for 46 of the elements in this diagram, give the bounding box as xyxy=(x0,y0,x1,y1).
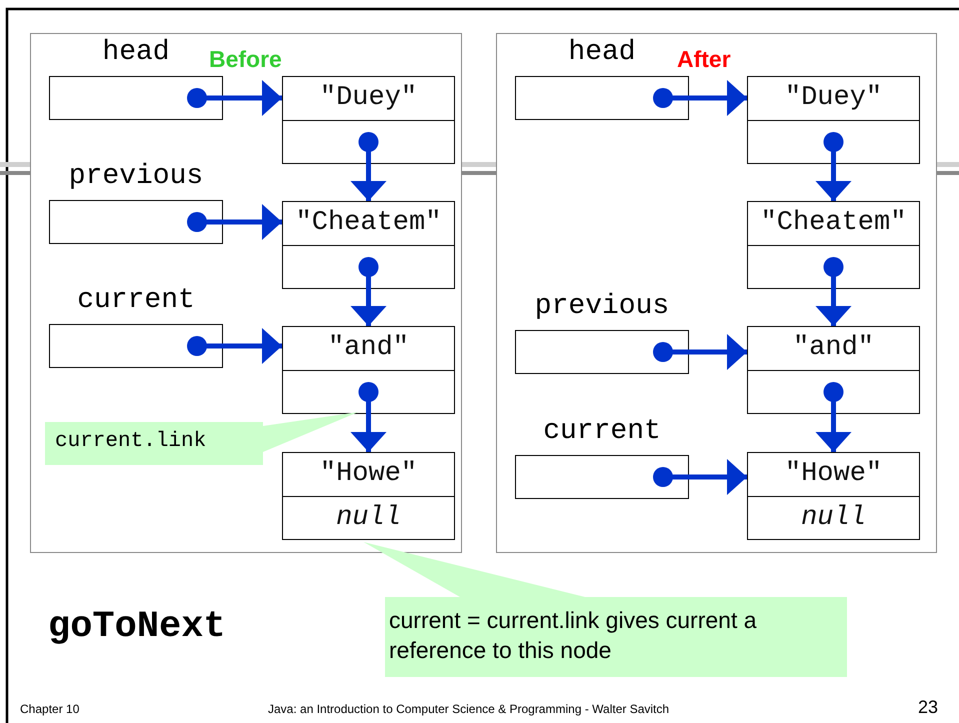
pointer-arrow xyxy=(187,204,282,240)
node-value: "Cheatem" xyxy=(296,208,442,238)
pointer-arrow xyxy=(653,334,747,370)
panel-heading: After xyxy=(677,46,731,73)
list-node-box xyxy=(747,201,920,289)
list-node-box xyxy=(747,452,920,540)
callout-pointer xyxy=(364,542,585,597)
pointer-arrow xyxy=(350,257,386,326)
variable-name: previous xyxy=(68,161,204,192)
pointer-arrow xyxy=(816,257,852,326)
callout-pointer xyxy=(263,412,358,452)
node-value: "Cheatem" xyxy=(760,208,906,238)
pointer-arrow xyxy=(653,459,747,495)
pointer-arrow xyxy=(350,132,386,201)
callout-text: current.link xyxy=(55,430,206,453)
panel-frame xyxy=(30,33,462,553)
pointer-arrow xyxy=(187,80,282,116)
pointer-arrow xyxy=(187,328,282,364)
link-value: null xyxy=(336,502,401,533)
node-value: "and" xyxy=(328,333,409,364)
node-value: "Duey" xyxy=(320,83,418,114)
list-node-box xyxy=(282,201,455,289)
node-value: "Howe" xyxy=(784,459,882,490)
panel-frame xyxy=(496,33,937,553)
callout-text: current = current.link gives current a reference to this node xyxy=(389,606,758,665)
node-value: "and" xyxy=(792,333,874,364)
list-node-box xyxy=(747,326,920,414)
pointer-arrow xyxy=(816,132,852,201)
pointer-arrow xyxy=(653,80,747,116)
link-value: null xyxy=(801,502,866,533)
footer-text: Chapter 10 xyxy=(20,702,80,716)
pointer-arrow xyxy=(816,382,852,452)
node-value: "Duey" xyxy=(784,83,882,114)
list-node-box xyxy=(747,76,920,164)
pointer-arrow xyxy=(350,382,386,452)
list-node-box xyxy=(282,326,455,414)
node-value: "Howe" xyxy=(320,459,418,490)
variable-name: current xyxy=(542,416,662,447)
list-node-box xyxy=(282,452,455,540)
variable-name: previous xyxy=(534,291,670,322)
variable-name: current xyxy=(76,285,196,316)
slide-title: goToNext xyxy=(48,606,226,648)
list-node-box xyxy=(282,76,455,164)
panel-heading: Before xyxy=(209,46,282,73)
page-number: 23 xyxy=(918,697,938,718)
footer-text: Java: an Introduction to Computer Science & Programming - Walter Savitch xyxy=(268,702,670,716)
